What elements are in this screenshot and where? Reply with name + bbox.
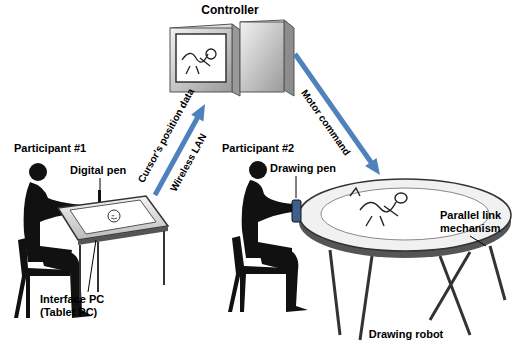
node-region: Drawing robot bbox=[300, 175, 512, 341]
node-region: Interface PC (Tablet PC) bbox=[40, 195, 165, 319]
part-label: Participant #1 bbox=[14, 142, 86, 155]
node-label: Controller bbox=[201, 4, 258, 17]
tablet-desk bbox=[58, 196, 168, 300]
leader-lines bbox=[88, 176, 486, 292]
part-label: Drawing pen bbox=[270, 162, 336, 175]
participant-2-figure bbox=[228, 161, 308, 312]
signal-arrow bbox=[295, 54, 380, 175]
controller-monitor bbox=[170, 24, 240, 96]
part-label: Parallel link mechanism bbox=[440, 209, 516, 235]
drawing-robot bbox=[292, 179, 511, 340]
node-label: Interface PC (Tablet PC) bbox=[40, 293, 122, 319]
controller-box bbox=[240, 20, 294, 96]
part-label: Digital pen bbox=[70, 164, 126, 177]
node-label: Drawing robot bbox=[369, 328, 444, 341]
part-label: Participant #2 bbox=[222, 142, 294, 155]
